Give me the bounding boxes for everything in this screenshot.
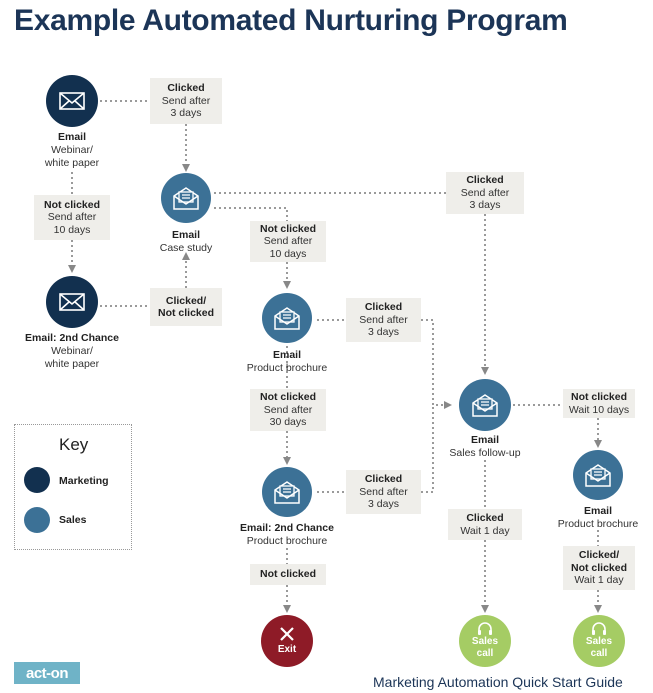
condition-box: Clicked/Not clicked <box>150 288 222 326</box>
email-node-2nd-chance-webinar <box>46 276 98 328</box>
sales-call-label: Sales call <box>585 636 613 659</box>
envelope-icon <box>59 293 85 311</box>
footer-caption: Marketing Automation Quick Start Guide <box>373 674 623 690</box>
envelope-icon <box>59 92 85 110</box>
connector <box>421 405 434 493</box>
exit-node: Exit <box>261 615 313 667</box>
legend-sales-swatch <box>24 507 50 533</box>
legend-sales-label: Sales <box>59 514 87 526</box>
email-node-sales-follow-up-caption: Email Sales follow-up <box>449 434 521 459</box>
email-node-case-study-caption: Email Case study <box>159 229 213 254</box>
email-node-webinar-caption: Email Webinar/ white paper <box>44 131 100 169</box>
email-node-product-brochure-2 <box>573 450 623 500</box>
legend-title: Key <box>59 435 89 454</box>
sales-call-label: Sales call <box>471 636 499 659</box>
sales-call-node: Sales call <box>459 615 511 667</box>
open-envelope-icon <box>585 464 611 487</box>
exit-label: Exit <box>277 644 297 655</box>
email-node-product-brochure-2-caption: Email Product brochure <box>557 505 639 530</box>
legend-marketing-swatch <box>24 467 50 493</box>
email-node-2nd-chance-brochure-caption: Email: 2nd Chance Product brochure <box>240 522 334 547</box>
open-envelope-icon <box>472 394 498 417</box>
condition-box: Not clicked <box>250 564 326 585</box>
email-node-product-brochure-caption: Email Product brochure <box>246 349 328 374</box>
act-on-logo: act-on <box>14 662 80 684</box>
connector <box>421 319 452 409</box>
connector <box>214 207 288 221</box>
close-icon <box>280 627 294 641</box>
legend-marketing-label: Marketing <box>59 475 109 487</box>
headset-icon <box>592 622 606 635</box>
email-node-sales-follow-up <box>459 379 511 431</box>
legend: Key Marketing Sales <box>14 424 132 550</box>
email-node-case-study <box>161 173 211 223</box>
email-node-webinar <box>46 75 98 127</box>
email-node-product-brochure <box>262 293 312 343</box>
open-envelope-icon <box>173 187 199 210</box>
sales-call-node-2: Sales call <box>573 615 625 667</box>
headset-icon <box>478 622 492 635</box>
open-envelope-icon <box>274 307 300 330</box>
email-node-2nd-chance-webinar-caption: Email: 2nd Chance Webinar/ white paper <box>25 332 119 370</box>
email-node-2nd-chance-brochure <box>262 467 312 517</box>
open-envelope-icon <box>274 481 300 504</box>
page-title: Example Automated Nurturing Program <box>14 4 568 37</box>
